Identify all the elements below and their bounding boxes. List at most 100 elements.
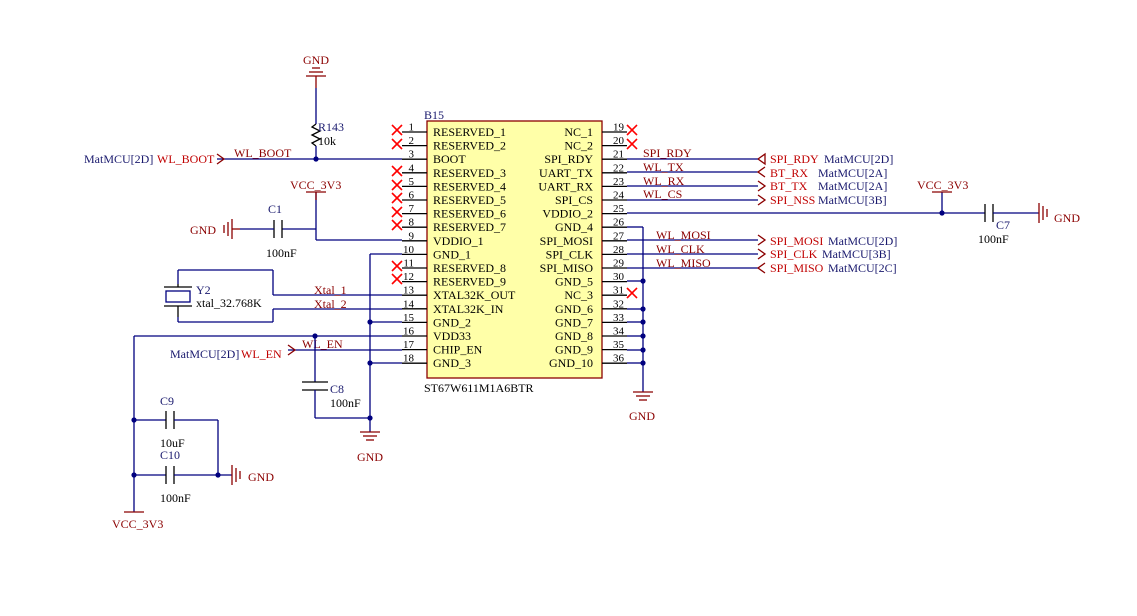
ic-part-number: ST67W611M1A6BTR [424,381,534,395]
ic-pin-number: 24 [613,190,625,202]
junction-gnd3 [367,360,373,366]
junction-boot [313,156,319,162]
no-connect-pin-1 [391,124,403,136]
resistor-r143-symbol [310,123,322,147]
ic-pin-18: 18 GND_3 [402,353,471,370]
left-wiring: R143 10k WL_BOOT C1 100nF [131,88,402,512]
c9-ref: C9 [160,394,174,408]
gnd-label-c1: GND [190,223,216,237]
no-connect-pin-12 [391,273,403,285]
c8-ref: C8 [330,382,344,396]
ic-pin-number: 8 [409,217,415,229]
net-label-wl-mosi: WL_MOSI [656,228,711,242]
c10-ref: C10 [160,448,180,462]
ic-pin-number: 10 [403,244,415,256]
c10-value: 100nF [160,491,191,505]
no-connect-markers [391,124,638,299]
no-connect-pin-7 [391,206,403,218]
net-label-wl-cs: WL_CS [643,187,682,201]
gnd-symbol-left-bus: GND [357,431,383,464]
ic-pin-name: VDD33 [433,329,471,343]
port-wl-boot-arrow [216,153,226,165]
ic-pin-name: GND_6 [555,302,593,316]
port-wl-en-arrow [287,344,297,356]
ic-pin-name: SPI_CS [555,193,593,207]
junction-gnd6 [640,306,646,312]
port-spi-nss[interactable]: SPI_NSS MatMCU[3B] [757,193,887,207]
port-spi-rdy[interactable]: SPI_RDY MatMCU[2D] [757,152,893,166]
no-connect-pin-5 [391,179,403,191]
ic-pin-3: 3 BOOT [402,149,466,166]
ic-pin-name: GND_4 [555,220,593,234]
net-label-wl-rx: WL_RX [643,174,685,188]
port-spi-nss-sheet: MatMCU[3B] [818,193,887,207]
port-spi-mosi-arrow [757,234,767,246]
junction-gnd10 [640,360,646,366]
ic-pin-number: 18 [403,353,415,365]
ic-pin-name: SPI_RDY [544,152,593,166]
port-spi-mosi[interactable]: SPI_MOSI MatMCU[2D] [757,234,897,248]
port-wl-boot-name: WL_BOOT [157,152,215,166]
ic-pin-number: 30 [613,271,625,283]
ic-pin-24: 24 SPI_CS [555,190,627,207]
ic-pin-number: 33 [613,312,625,324]
ic-pin-number: 19 [613,122,625,134]
ic-pin-number: 32 [613,298,624,310]
port-bt-tx[interactable]: BT_TX MatMCU[2A] [757,179,887,193]
ic-designator: B15 [424,108,444,122]
ic-pin-name: RESERVED_3 [433,166,506,180]
junction-gnd8 [640,333,646,339]
ic-pin-number: 31 [613,285,624,297]
net-label-wl-tx: WL_TX [643,160,684,174]
ic-pin-name: BOOT [433,152,466,166]
port-spi-mosi-name: SPI_MOSI [770,234,823,248]
port-spi-miso-arrow [756,262,766,274]
junction-gnd9 [640,347,646,353]
port-bt-rx-name: BT_RX [770,166,808,180]
port-spi-miso[interactable]: SPI_MISO MatMCU[2C] [756,261,897,275]
ic-pin-name: GND_3 [433,356,471,370]
port-bt-tx-sheet: MatMCU[2A] [818,179,887,193]
ic-pin-name: RESERVED_1 [433,125,506,139]
vcc-symbol-c1: VCC_3V3 [290,178,341,200]
ic-pin-name: NC_3 [564,288,593,302]
ic-pin-number: 3 [409,149,415,161]
port-spi-rdy-arrow [757,152,766,166]
ic-pin-number: 29 [613,258,625,270]
port-bt-tx-name: BT_TX [770,179,808,193]
ic-pin-number: 15 [403,312,415,324]
ic-pin-number: 11 [403,258,414,270]
port-bt-rx[interactable]: BT_RX MatMCU[2A] [756,166,887,180]
no-connect-pin-19 [626,124,638,136]
ic-pin-number: 27 [613,230,625,242]
c1-ref: C1 [268,202,282,216]
junction-gnd5 [640,278,646,284]
port-wl-boot[interactable]: MatMCU[2D] WL_BOOT [84,152,226,166]
net-label-wl-boot: WL_BOOT [234,146,292,160]
junction-gnd7 [640,319,646,325]
port-wl-en[interactable]: MatMCU[2D] WL_EN [170,344,297,361]
vcc-symbol-bottom: VCC_3V3 [112,511,163,531]
ic-pin-number: 5 [409,176,415,188]
no-connect-pin-11 [391,260,403,272]
no-connect-pin-2 [391,138,403,150]
gnd-label-c10: GND [248,470,274,484]
port-spi-clk[interactable]: SPI_CLK MatMCU[3B] [757,247,891,261]
ic-pin-name: SPI_MOSI [540,234,593,248]
port-spi-rdy-sheet: MatMCU[2D] [824,152,893,166]
gnd-label-top: GND [303,53,329,67]
c1-value: 100nF [266,246,297,260]
port-spi-clk-arrow [757,248,767,260]
ic-pin-name: RESERVED_7 [433,220,506,234]
ic-right-pins: 19NC_120NC_221SPI_RDY22UART_TX23UART_RX2… [538,122,627,370]
ic-pin-name: GND_9 [555,343,593,357]
